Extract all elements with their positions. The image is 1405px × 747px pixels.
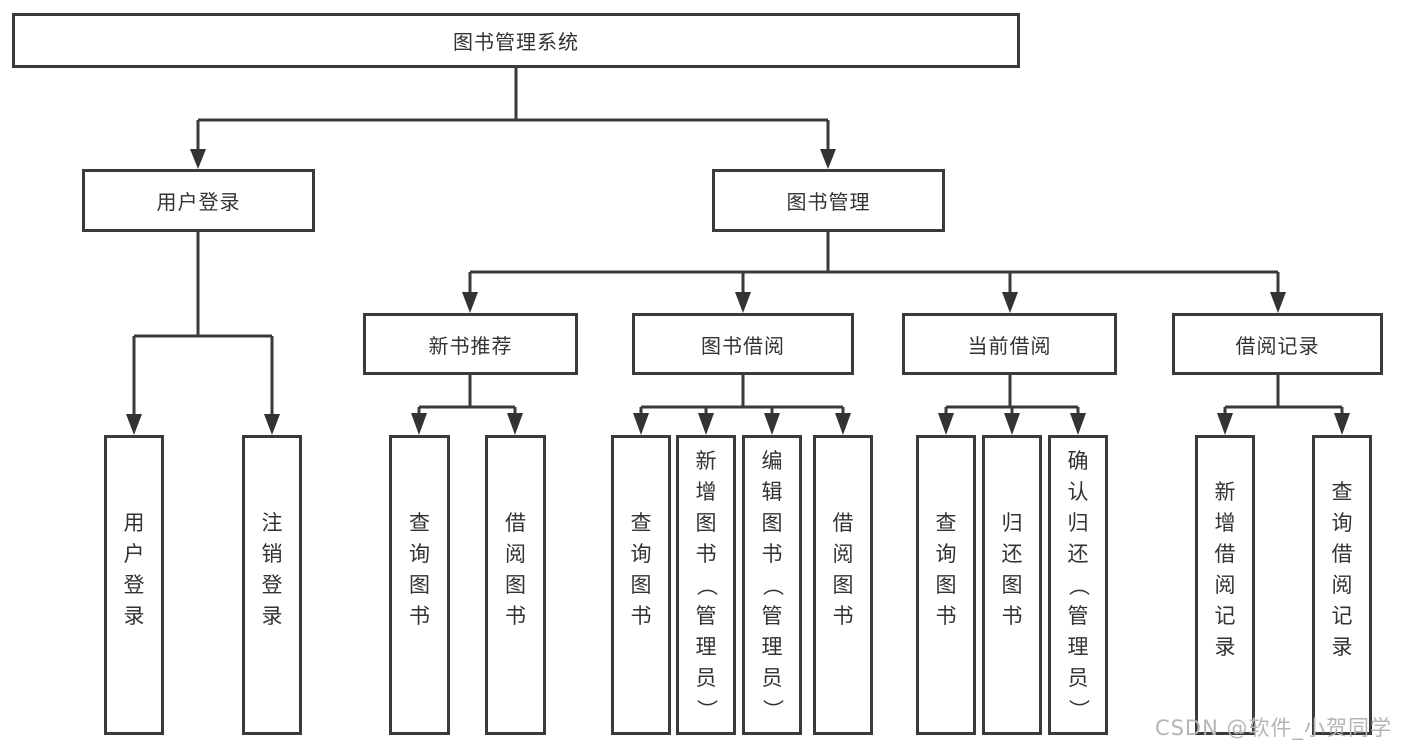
leaf-query-borrow-record-label: 查询借阅记录 — [1331, 480, 1353, 659]
node-new-book-recommend: 新书推荐 — [363, 313, 578, 375]
leaf-logout: 注销登录 — [242, 435, 302, 735]
leaf-logout-label: 注销登录 — [261, 511, 283, 628]
leaf-add-book-admin: 新增图书（管理员） — [676, 435, 736, 735]
node-book-borrow: 图书借阅 — [632, 313, 854, 375]
node-root: 图书管理系统 — [12, 13, 1020, 68]
leaf-user-login-label: 用户登录 — [123, 511, 145, 628]
leaf-query-borrow-record: 查询借阅记录 — [1312, 435, 1372, 735]
node-current-borrow: 当前借阅 — [902, 313, 1117, 375]
leaf-add-book-admin-label: 新增图书（管理员） — [694, 449, 719, 720]
leaf-query-books-current: 查询图书 — [916, 435, 976, 735]
leaf-query-books-recommend-label: 查询图书 — [409, 511, 430, 628]
leaf-borrow-books-borrow: 借阅图书 — [813, 435, 873, 735]
leaf-query-books-borrow-label: 查询图书 — [630, 511, 652, 628]
leaf-confirm-return-admin: 确认归还（管理员） — [1048, 435, 1108, 735]
node-user-login-label: 用户登录 — [156, 190, 241, 214]
node-book-borrow-label: 图书借阅 — [701, 333, 785, 358]
arrowheads — [126, 149, 1350, 435]
node-book-management-label: 图书管理 — [786, 190, 871, 214]
leaf-return-books: 归还图书 — [982, 435, 1042, 735]
leaf-edit-book-admin-label: 编辑图书（管理员） — [760, 449, 785, 720]
leaf-return-books-label: 归还图书 — [1001, 511, 1023, 628]
leaf-user-login: 用户登录 — [104, 435, 164, 735]
leaf-query-books-recommend: 查询图书 — [389, 435, 450, 735]
node-new-book-recommend-label: 新书推荐 — [428, 333, 513, 358]
leaf-query-books-borrow: 查询图书 — [611, 435, 671, 735]
leaf-edit-book-admin: 编辑图书（管理员） — [742, 435, 802, 735]
leaf-add-borrow-record: 新增借阅记录 — [1195, 435, 1255, 735]
node-borrow-records: 借阅记录 — [1172, 313, 1383, 375]
leaf-query-books-current-label: 查询图书 — [935, 511, 957, 628]
csdn-watermark: CSDN @软件_小贺同学 — [1154, 716, 1392, 740]
node-borrow-records-label: 借阅记录 — [1235, 333, 1320, 358]
leaf-borrow-books-borrow-label: 借阅图书 — [832, 511, 854, 628]
leaf-borrow-books-recommend-label: 借阅图书 — [505, 511, 526, 628]
leaf-add-borrow-record-label: 新增借阅记录 — [1214, 480, 1236, 659]
leaf-borrow-books-recommend: 借阅图书 — [485, 435, 546, 735]
leaf-confirm-return-admin-label: 确认归还（管理员） — [1066, 449, 1091, 720]
node-book-management: 图书管理 — [712, 169, 945, 232]
node-current-borrow-label: 当前借阅 — [967, 333, 1052, 358]
node-root-label: 图书管理系统 — [453, 30, 579, 54]
node-user-login: 用户登录 — [82, 169, 315, 232]
